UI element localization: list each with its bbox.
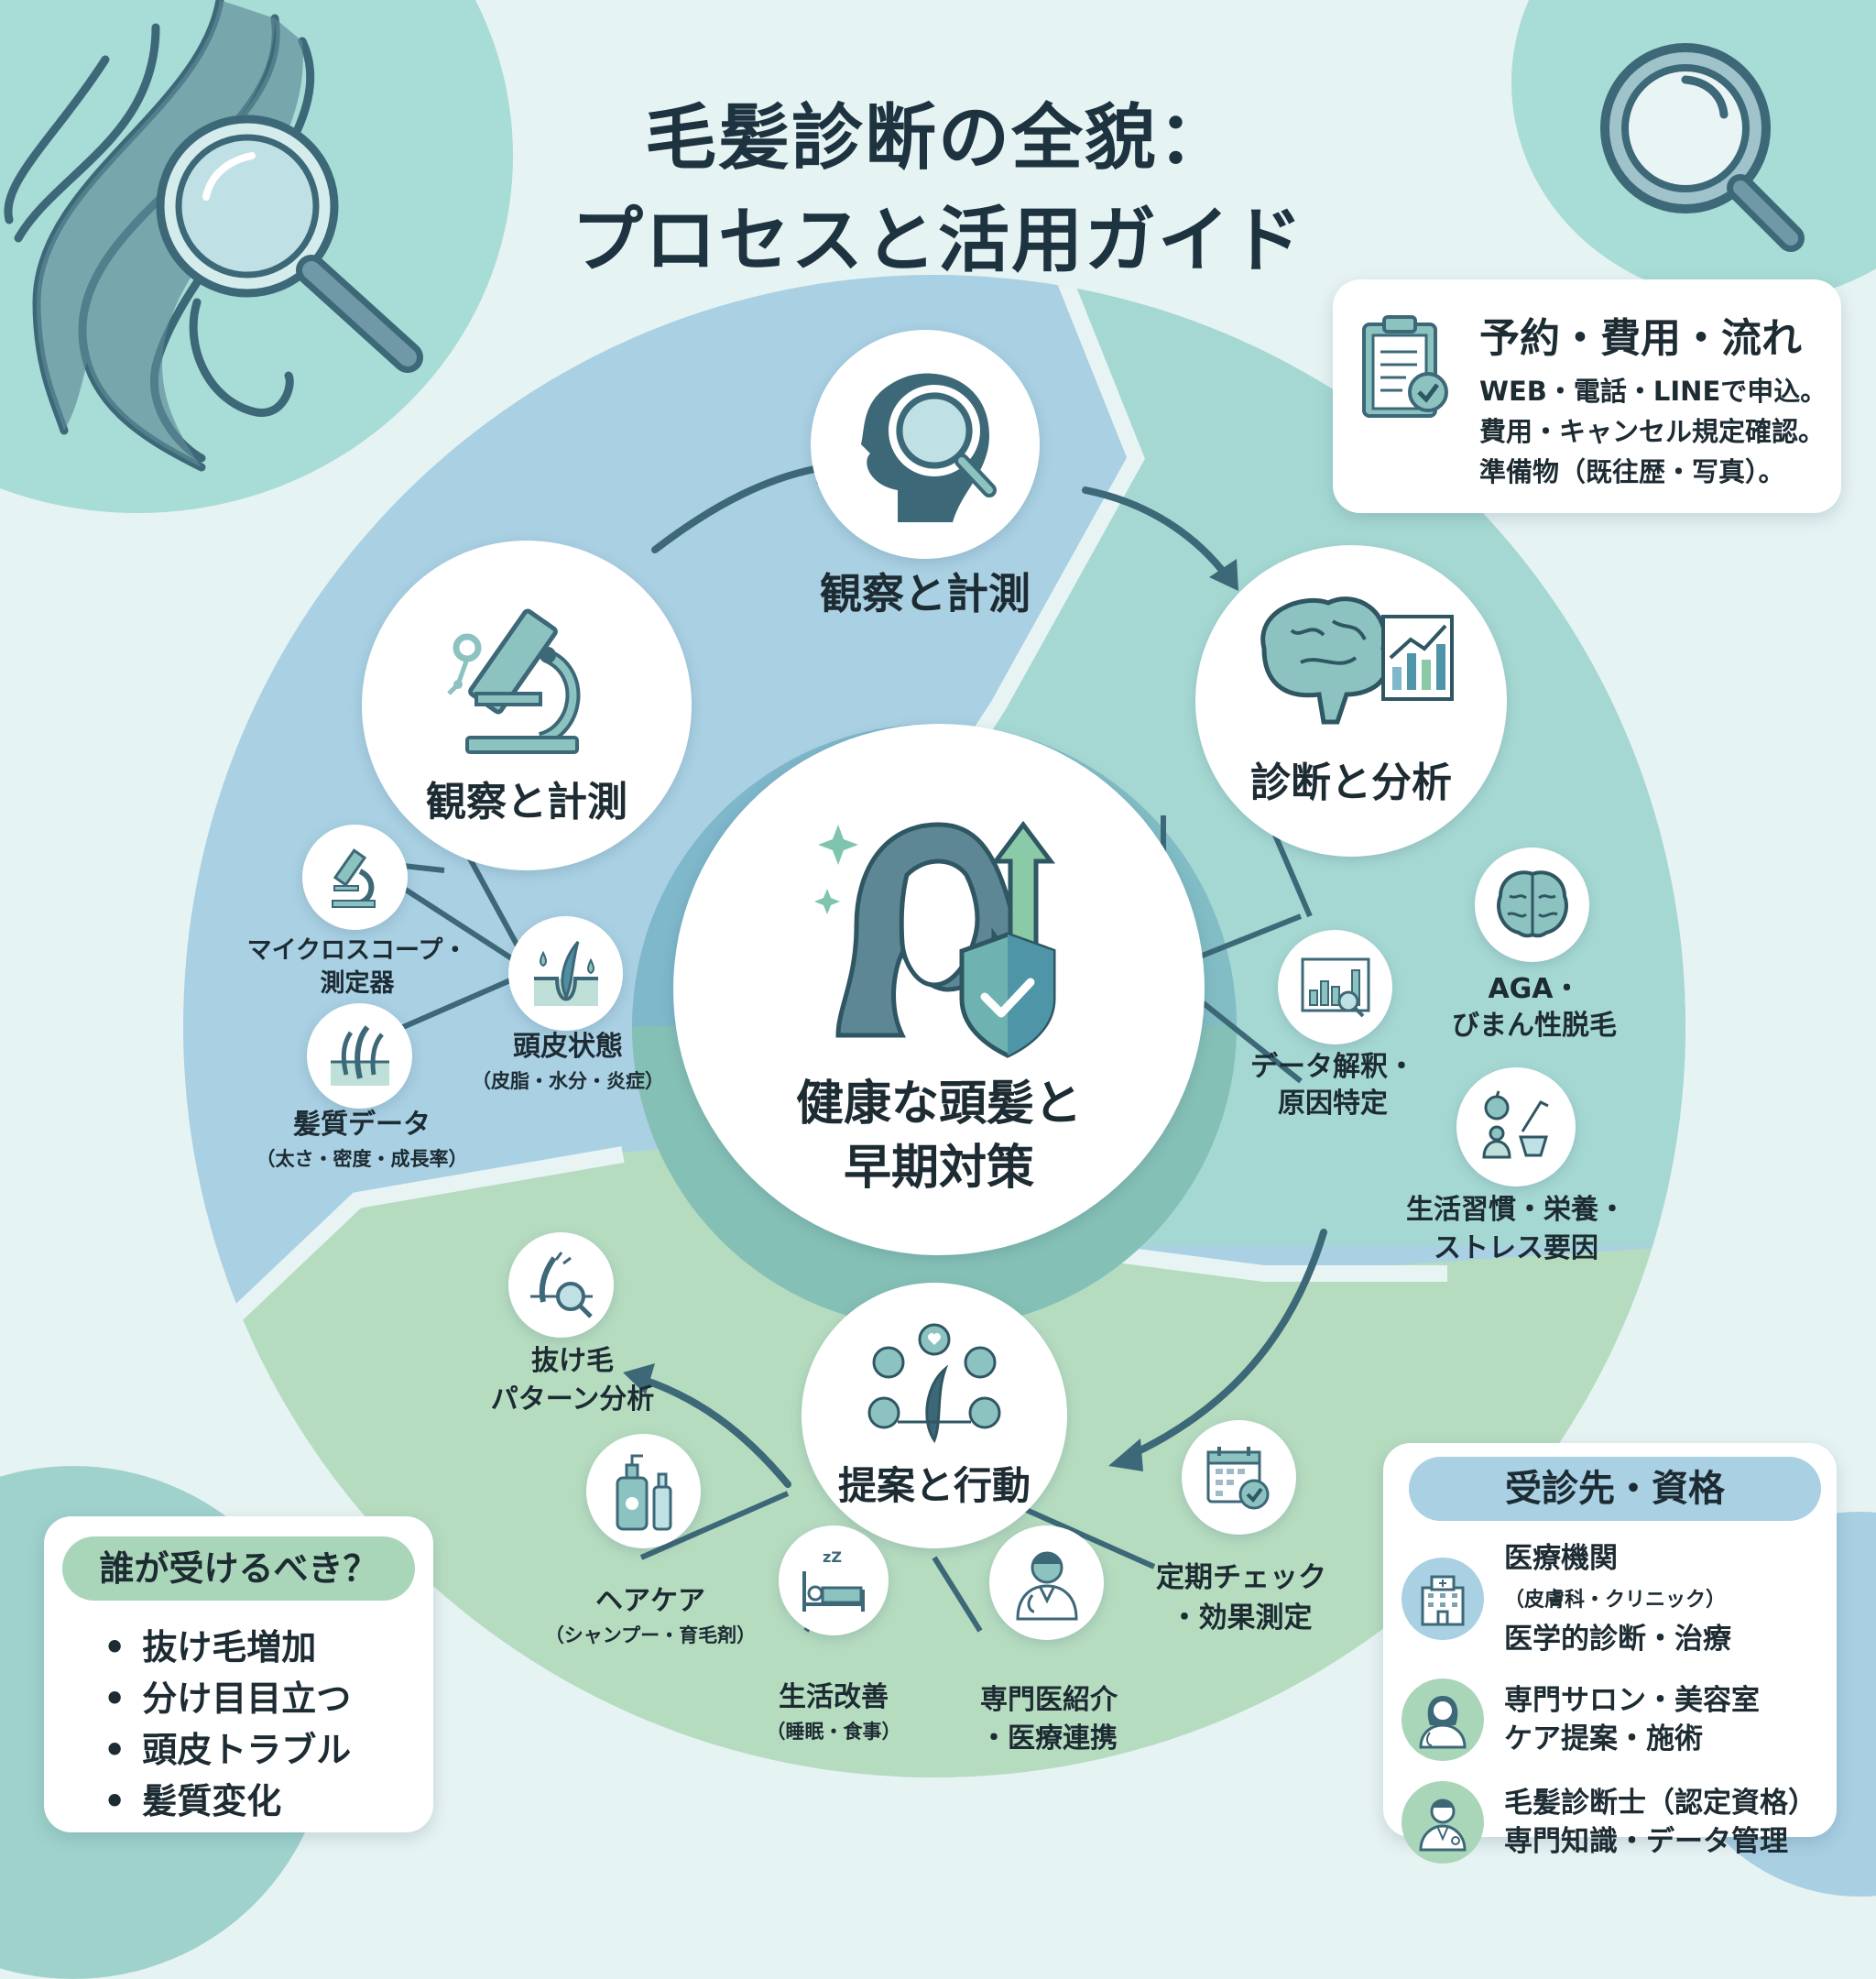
subitem-data-node[interactable]	[1278, 930, 1392, 1044]
subitem-checkup-label: 定期チェック・効果測定	[1156, 1561, 1326, 1635]
subitem-data-label: データ解釈・原因特定	[1250, 1051, 1415, 1120]
subitem-microscope-node[interactable]	[302, 825, 408, 930]
title-line-1: 毛髪診断の全貌：	[644, 97, 1231, 180]
subitem-microscope-label: マイクロスコープ・測定器	[246, 936, 468, 998]
brain-icon	[1496, 869, 1568, 937]
hospital-icon	[1402, 1558, 1484, 1640]
step-diagnose-label: 診断と分析	[1250, 760, 1452, 806]
subitem-specialist-label: 専門医紹介・医療連携	[980, 1684, 1118, 1755]
step-action-node[interactable]: 提案と行動	[802, 1283, 1067, 1548]
where-item-salon-desc: ケア提案・施術	[1504, 1722, 1703, 1755]
where-item-medical: 医療機関 （皮膚科・クリニック） 医学的診断・治療	[1402, 1539, 1837, 1658]
scalp-droplet-icon	[533, 940, 598, 1006]
clipboard-check-icon	[1360, 312, 1452, 421]
where-item-certified-title: 毛髪診断士（認定資格）	[1504, 1787, 1816, 1820]
booking-line-2: 費用・キャンセル規定確認。	[1479, 416, 1826, 447]
center-goal-node: 健康な頭髪と 早期対策	[673, 724, 1205, 1255]
calendar-check-icon	[1206, 1446, 1269, 1509]
subitem-aga-node[interactable]	[1475, 847, 1589, 962]
microscope-icon	[440, 584, 614, 758]
where-qualification-card: 受診先・資格 医療機関 （皮膚科・クリニック） 医学的診断・治療	[1383, 1443, 1837, 1864]
center-label-line-2: 早期対策	[843, 1141, 1034, 1196]
subitem-aga-label: AGA・びまん性脱毛	[1452, 973, 1617, 1042]
shampoo-bottles-icon	[616, 1454, 671, 1530]
subitem-specialist-node[interactable]	[989, 1525, 1104, 1640]
subitem-haircare-node[interactable]	[586, 1434, 701, 1548]
nutrition-lifestyle-icon	[1482, 1090, 1549, 1159]
where-item-medical-title: 医療機関	[1504, 1542, 1618, 1575]
where-item-salon-title: 専門サロン・美容室	[1504, 1684, 1760, 1717]
woman-hair-shield-icon	[802, 806, 1076, 1063]
booking-card-lines: WEB・電話・LINEで申込。 費用・キャンセル規定確認。 準備物（既往歴・写真…	[1479, 371, 1827, 492]
title-line-2: プロセスと活用ガイド	[571, 200, 1304, 282]
where-item-certified: 毛髪診断士（認定資格） 専門知識・データ管理	[1402, 1781, 1837, 1864]
subitem-hair-quality-label: 髪質データ（太さ・密度・成長率）	[256, 1109, 468, 1170]
who-item: 抜け毛増加	[104, 1622, 351, 1673]
svg-text:zZ: zZ	[823, 1548, 842, 1566]
sleep-bed-icon: zZ	[802, 1548, 865, 1612]
subitem-lifestyle-improve-label: 生活改善（睡眠・食事）	[766, 1681, 901, 1743]
subitem-checkup-node[interactable]	[1182, 1420, 1296, 1535]
subitem-hair-quality-node[interactable]	[307, 1003, 412, 1109]
booking-info-card: 予約・費用・流れ WEB・電話・LINEで申込。 費用・キャンセル規定確認。 準…	[1333, 279, 1841, 513]
subitem-lifestyle-label: 生活習慣・栄養・ストレス要因	[1406, 1194, 1626, 1264]
step-observe-top-node[interactable]	[811, 330, 1040, 559]
who-should-card: 誰が受けるべき？ 抜け毛増加 分け目目立つ 頭皮トラブル 髪質変化	[44, 1516, 433, 1832]
where-item-salon: 専門サロン・美容室 ケア提案・施術	[1402, 1678, 1837, 1761]
hair-magnifier-icon	[0, 0, 550, 550]
head-magnifier-icon	[843, 362, 1008, 527]
who-card-title: 誰が受けるべき？	[62, 1536, 415, 1601]
where-card-list: 医療機関 （皮膚科・クリニック） 医学的診断・治療 専門サロン・美容室 ケア提案・…	[1402, 1539, 1837, 1884]
subitem-scalp-node[interactable]	[508, 916, 623, 1031]
who-item: 分け目目立つ	[104, 1673, 351, 1724]
doctor-icon	[1015, 1551, 1078, 1621]
center-label-line-1: 健康な頭髪と	[795, 1077, 1082, 1132]
hair-loss-magnifier-icon	[529, 1251, 593, 1318]
magnifier-icon	[1594, 41, 1814, 261]
female-specialist-icon	[1402, 1678, 1484, 1761]
booking-line-1: WEB・電話・LINEで申込。	[1479, 376, 1827, 407]
step-observe-left-node[interactable]: 観察と計測	[362, 541, 692, 870]
microscope-small-icon	[331, 847, 376, 908]
page-title: 毛髪診断の全貌： プロセスと活用ガイド	[0, 87, 1876, 292]
chart-magnifier-icon	[1301, 957, 1369, 1017]
subitem-hair-loss-node[interactable]	[508, 1232, 614, 1338]
booking-line-3: 準備物（既往歴・写真）。	[1479, 456, 1785, 487]
brain-chart-icon	[1246, 594, 1456, 731]
hair-strand-bubbles-icon	[852, 1321, 1017, 1449]
subitem-scalp-label: 頭皮状態（皮脂・水分・炎症）	[472, 1031, 664, 1092]
subitem-hair-loss-label: 抜け毛パターン分析	[490, 1345, 655, 1416]
subitem-lifestyle-node[interactable]	[1456, 1067, 1576, 1186]
booking-card-title: 予約・費用・流れ	[1479, 315, 1802, 362]
step-observe-top-label: 観察と計測	[820, 569, 1031, 618]
step-observe-left-label: 観察と計測	[426, 779, 627, 825]
who-item: 頭皮トラブル	[104, 1724, 351, 1776]
step-action-label: 提案と行動	[837, 1462, 1031, 1508]
hair-follicle-icon	[330, 1024, 389, 1086]
male-specialist-icon	[1402, 1781, 1484, 1864]
who-card-list: 抜け毛増加 分け目目立つ 頭皮トラブル 髪質変化	[104, 1622, 351, 1827]
where-item-medical-desc: 医学的診断・治療	[1504, 1623, 1731, 1656]
subitem-lifestyle-improve-node[interactable]: zZ	[779, 1525, 889, 1635]
subitem-haircare-label: ヘアケア（シャンプー・育毛剤）	[544, 1585, 757, 1646]
where-item-medical-paren: （皮膚科・クリニック）	[1504, 1589, 1727, 1612]
where-card-title: 受診先・資格	[1409, 1457, 1821, 1521]
where-item-certified-desc: 専門知識・データ管理	[1504, 1825, 1788, 1858]
center-label: 健康な頭髪と 早期対策	[796, 1072, 1082, 1200]
step-diagnose-node[interactable]: 診断と分析	[1195, 545, 1507, 857]
who-item: 髪質変化	[104, 1776, 351, 1827]
